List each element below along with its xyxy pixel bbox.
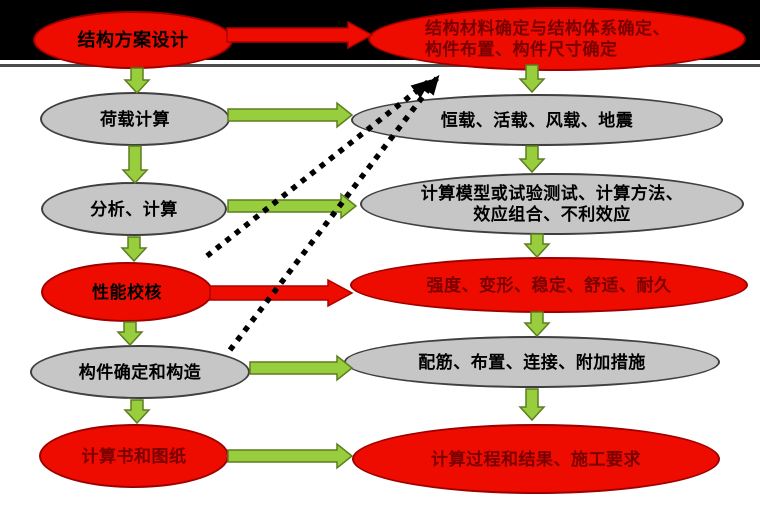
- arrow-detailing-to-rebar: [249, 354, 354, 382]
- arrow-loads-down: [518, 145, 546, 174]
- node-load-types: 恒载、活载、风载、地震: [351, 94, 723, 146]
- arrow-loadcalc-to-loads: [227, 101, 354, 129]
- arrow-check-to-performance: [209, 278, 354, 308]
- arrow-docs-to-results: [227, 442, 354, 470]
- arrow-performance-down: [523, 311, 551, 338]
- node-analysis-calculation: 分析、计算: [41, 182, 227, 236]
- node-structural-plan-design: 结构方案设计: [33, 11, 233, 69]
- arrow-rebar-down: [518, 388, 546, 422]
- arrow-analysis-down: [120, 236, 148, 263]
- arrow-check-down: [116, 321, 144, 347]
- node-performance-check: 性能校核: [41, 262, 213, 322]
- arrow-plan-down: [123, 67, 151, 95]
- node-calculation-model-methods: 计算模型或试验测试、计算方法、 效应组合、不利效应: [360, 173, 744, 235]
- node-material-and-system-determination: 结构材料确定与结构体系确定、 构件布置、构件尺寸确定: [368, 7, 746, 71]
- node-rebar-layout-connection: 配筋、布置、连接、附加措施: [344, 336, 720, 388]
- node-load-calculation: 荷载计算: [40, 92, 230, 146]
- node-process-results-requirements: 计算过程和结果、施工要求: [352, 424, 720, 494]
- arrow-analysis-to-model: [227, 192, 358, 220]
- arrow-model-down: [523, 233, 551, 259]
- arrow-loadcalc-down: [121, 145, 149, 185]
- node-calculation-book-drawings: 计算书和图纸: [39, 424, 229, 488]
- node-member-determination-detailing: 构件确定和构造: [30, 345, 250, 399]
- node-performance-criteria: 强度、变形、稳定、舒适、耐久: [350, 257, 748, 313]
- arrow-detailing-down: [123, 399, 151, 425]
- divider-line: [0, 64, 760, 67]
